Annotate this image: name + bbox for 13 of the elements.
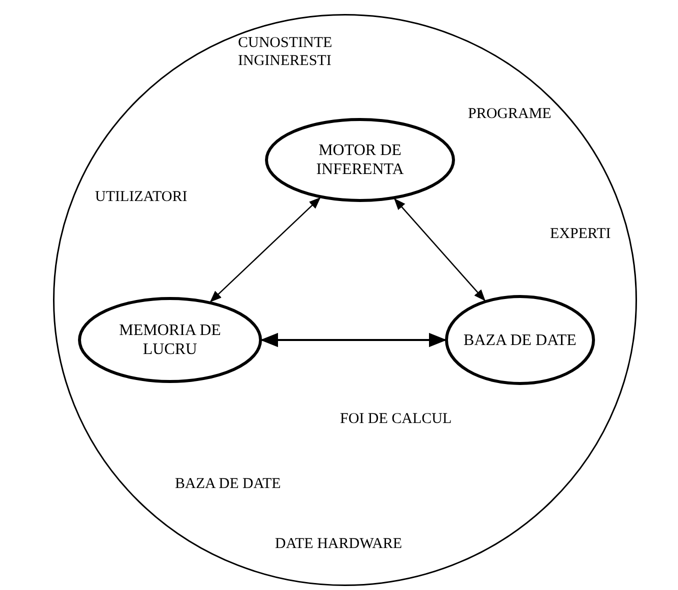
text-label: PROGRAME <box>468 105 552 123</box>
double-arrow <box>260 332 447 348</box>
node-label: MOTOR DE INFERENTA <box>315 141 405 179</box>
double-arrow <box>210 197 321 302</box>
text-label: FOI DE CALCUL <box>340 410 452 428</box>
text-label: UTILIZATORI <box>95 188 188 206</box>
text-label: DATE HARDWARE <box>275 535 402 553</box>
node-label: BAZA DE DATE <box>464 330 576 350</box>
text-label: EXPERTI <box>550 225 611 243</box>
text-label: CUNOSTINTE INGINERESTI <box>238 34 334 70</box>
double-arrow <box>394 198 486 302</box>
node-label: MEMORIA DE LUCRU <box>118 321 222 359</box>
text-label: BAZA DE DATE <box>175 475 281 493</box>
